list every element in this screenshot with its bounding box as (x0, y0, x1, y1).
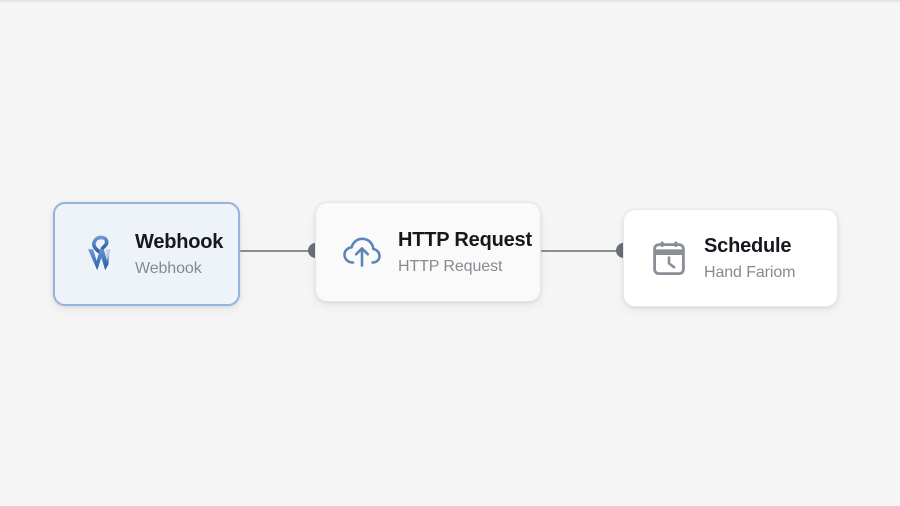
node-schedule[interactable]: Schedule Hand Fariom (623, 209, 838, 307)
node-http-request-text: HTTP Request HTTP Request (398, 230, 532, 275)
webhook-icon (73, 233, 129, 275)
node-webhook-subtitle: Webhook (135, 259, 202, 277)
calendar-clock-icon (644, 240, 694, 276)
node-webhook[interactable]: Webhook Webhook (53, 202, 240, 306)
cloud-upload-icon (336, 234, 388, 270)
node-schedule-title: Schedule (704, 234, 792, 257)
canvas-top-edge (0, 0, 900, 2)
node-http-request-title: HTTP Request (398, 228, 532, 251)
node-webhook-title: Webhook (135, 230, 224, 253)
node-http-request[interactable]: HTTP Request HTTP Request (315, 202, 541, 302)
node-http-request-subtitle: HTTP Request (398, 257, 503, 275)
node-webhook-text: Webhook Webhook (135, 232, 223, 277)
node-schedule-subtitle: Hand Fariom (704, 263, 796, 281)
node-schedule-text: Schedule Hand Fariom (704, 236, 795, 281)
connection-http-request-to-schedule[interactable] (541, 250, 626, 252)
connection-webhook-to-http-request[interactable] (240, 250, 318, 252)
